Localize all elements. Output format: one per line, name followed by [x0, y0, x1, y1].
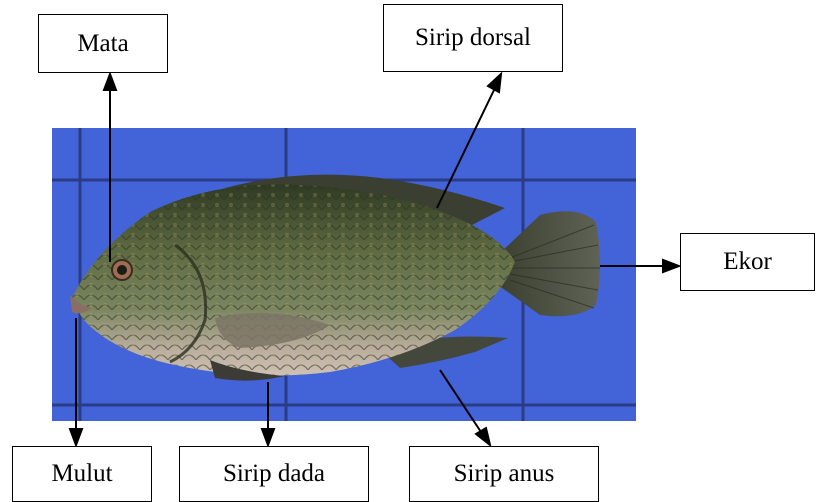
label-mata-text: Mata	[77, 30, 128, 58]
label-sirip-dorsal: Sirip dorsal	[383, 4, 563, 72]
label-sirip-anus-text: Sirip anus	[454, 460, 555, 488]
label-mata: Mata	[38, 14, 168, 73]
label-mulut: Mulut	[12, 446, 152, 502]
label-sirip-dada-text: Sirip dada	[223, 460, 325, 488]
label-sirip-dorsal-text: Sirip dorsal	[415, 24, 531, 52]
label-ekor: Ekor	[680, 233, 815, 291]
label-mulut-text: Mulut	[51, 460, 112, 488]
label-sirip-dada: Sirip dada	[179, 446, 369, 502]
label-ekor-text: Ekor	[723, 248, 772, 276]
label-sirip-anus: Sirip anus	[409, 446, 599, 502]
